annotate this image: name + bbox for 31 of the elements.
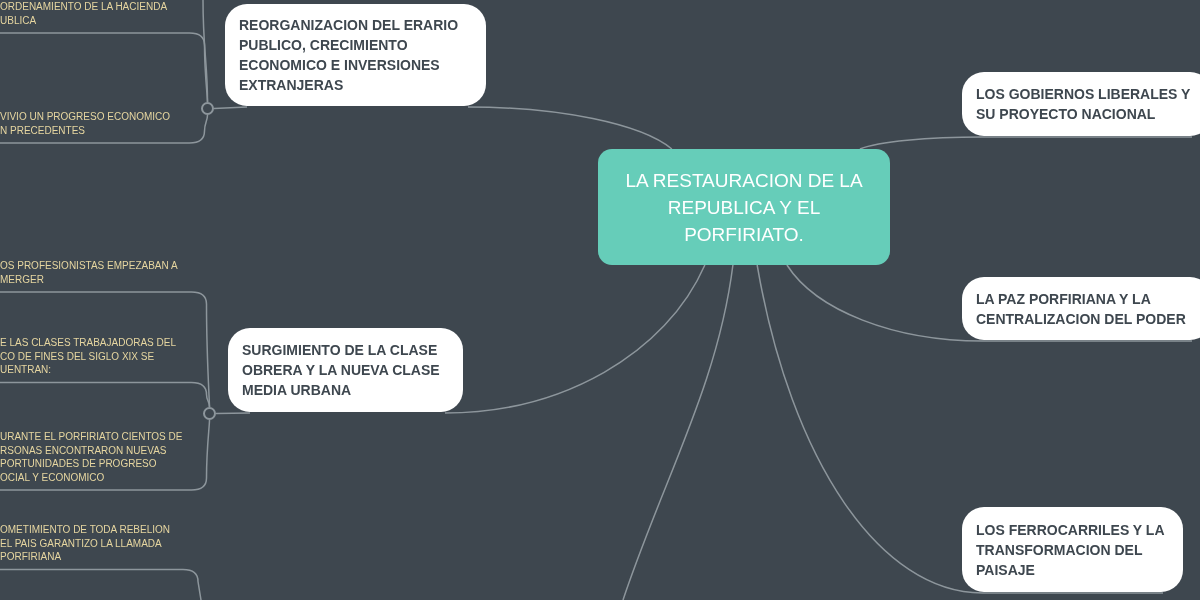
- topic-box: [225, 4, 486, 106]
- connector-line: [444, 264, 706, 414]
- connector-line: [859, 136, 1193, 150]
- topic-title: LOS FERROCARRILES Y LA TRANSFORMACION DEL PAISAJE: [976, 520, 1165, 580]
- connector-line: [213, 106, 248, 110]
- topic-title: LA PAZ PORFIRIANA Y LA CENTRALIZACION DEL PODER: [976, 289, 1187, 329]
- connector-line: [0, 32, 209, 103]
- topic-box: [962, 507, 1183, 592]
- connector-line: [622, 264, 734, 600]
- note-text: ORDENAMIENTO DE LA HACIENDA UBLICA: [0, 0, 180, 33]
- note-text: OS PROFESIONISTAS EMPEZABAN A MERGER: [0, 259, 186, 292]
- topic-box: [228, 328, 463, 412]
- central-topic-box: [598, 149, 890, 265]
- topic-title: REORGANIZACION DEL ERARIO PUBLICO, CRECIMIENTO ECONOMICO E INVERSIONES EXTRANJERAS: [239, 16, 460, 95]
- note-text: E LAS CLASES TRABAJADORAS DEL CO DE FINES DEL SIGLO XIX SE UENTRAN:: [0, 336, 186, 383]
- topic-box: [962, 72, 1200, 136]
- connector-line: [467, 106, 673, 150]
- note-text: URANTE EL PORFIRIATO CIENTOS DE RSONAS ENCONTRARON NUEVAS PORTUNIDADES DE PROGRESO OCIAL Y ECONOMICO: [0, 430, 185, 490]
- topic-title: SURGIMIENTO DE LA CLASE OBRERA Y LA NUEVA CLASE MEDIA URBANA: [242, 341, 441, 400]
- connector-line: [215, 412, 251, 415]
- note-text: OMETIMIENTO DE TODA REBELION EL PAIS GARANTIZO LA LLAMADA PORFIRIANA: [0, 523, 180, 570]
- topic-box: [962, 277, 1200, 340]
- connector-line: [0, 381, 211, 408]
- connector-line: [786, 264, 1193, 342]
- topic-title: LOS GOBIERNOS LIBERALES Y SU PROYECTO NACIONAL: [976, 85, 1192, 124]
- connector-line: [0, 568, 202, 600]
- central-topic-title: LA RESTAURACION DE LA REPUBLICA Y EL PORFIRIATO.: [624, 168, 864, 247]
- connector-line: [756, 264, 1164, 594]
- connector-line: [0, 114, 209, 144]
- note-text: VIVIO UN PROGRESO ECONOMICO N PRECEDENTES: [0, 110, 176, 143]
- connector-line: [0, 419, 211, 491]
